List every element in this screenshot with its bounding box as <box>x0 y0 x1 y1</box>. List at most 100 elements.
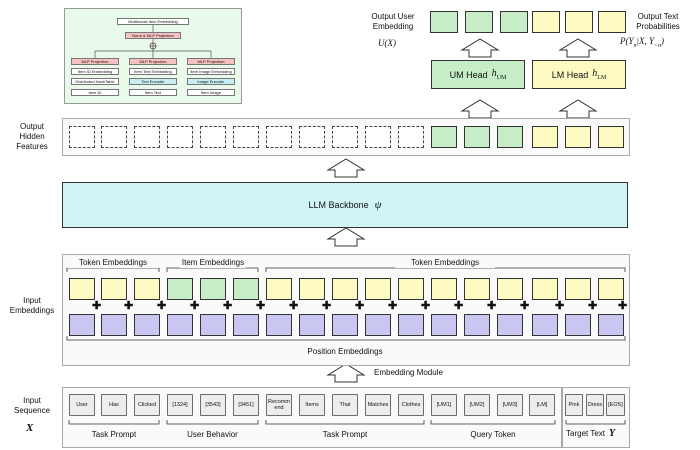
hidden-cell-3 <box>134 126 160 148</box>
seq-token-recommend: Recomm end <box>266 394 292 416</box>
tok-emb-14 <box>598 278 624 300</box>
hidden-cell-10 <box>365 126 391 148</box>
inset-input-3: Item Image <box>187 89 235 96</box>
output-text-prob-label: Output Text Probabilities <box>636 12 680 31</box>
out-text-cell-3 <box>598 11 626 33</box>
llm-backbone-math: ψ <box>374 199 382 211</box>
emb-group-token-2: Token Embeddings <box>395 258 495 268</box>
pos-emb-3 <box>134 314 160 336</box>
hidden-cell-16 <box>565 126 591 148</box>
hidden-cell-1 <box>69 126 95 148</box>
seq-token-clicked: Clicked <box>134 394 160 416</box>
plus-icon: ✚ <box>421 300 431 312</box>
hidden-cell-7 <box>266 126 292 148</box>
item-emb-3 <box>233 278 259 300</box>
seq-token-item-3543: [3543] <box>200 394 226 416</box>
inset-enc-2: Text Encoder <box>129 78 177 85</box>
hidden-cell-2 <box>101 126 127 148</box>
um-head-label: UM Head <box>449 69 488 80</box>
pos-emb-7 <box>266 314 292 336</box>
seq-token-that: That <box>332 394 358 416</box>
pos-emb-11 <box>398 314 424 336</box>
plus-icon: ✚ <box>322 300 332 312</box>
tok-emb-13 <box>565 278 591 300</box>
emb-group-item: Item Embeddings <box>180 258 246 268</box>
inset-top-label: Multimodal Item Embedding <box>117 18 189 25</box>
hidden-cell-12 <box>431 126 457 148</box>
hidden-cell-14 <box>497 126 523 148</box>
arrow-lm-out <box>558 38 598 58</box>
inset-proj-3: MLP Projection <box>187 58 235 65</box>
inset-connectors <box>94 25 212 58</box>
out-text-cell-2 <box>565 11 593 33</box>
pos-emb-8 <box>299 314 325 336</box>
seq-token-matches: Matches <box>365 394 391 416</box>
tok-emb-10 <box>464 278 490 300</box>
pos-emb-10 <box>365 314 391 336</box>
input-embeddings-label: Input Embeddings <box>9 296 55 315</box>
tok-emb-3 <box>134 278 160 300</box>
lm-head-label: LM Head <box>551 69 589 80</box>
hidden-cell-5 <box>200 126 226 148</box>
seq-group-user-behavior: User Behavior <box>187 430 238 439</box>
hidden-cell-11 <box>398 126 424 148</box>
out-user-cell-2 <box>465 11 493 33</box>
target-text-group: Target Text Y <box>566 428 626 439</box>
plus-icon: ✚ <box>92 300 102 312</box>
plus-icon: ✚ <box>124 300 134 312</box>
arrow-backbone-in <box>326 227 366 247</box>
target-text-label: Target Text <box>566 429 605 438</box>
plus-icon: ✚ <box>289 300 299 312</box>
plus-icon: ✚ <box>520 300 530 312</box>
hidden-cell-8 <box>299 126 325 148</box>
tok-emb-11 <box>497 278 523 300</box>
inset-proj-2: MLP Projection <box>129 58 177 65</box>
plus-icon: ✚ <box>454 300 464 312</box>
pos-emb-12 <box>431 314 457 336</box>
llm-backbone-label: LLM Backbone <box>308 200 369 210</box>
arrow-to-lm <box>558 99 598 119</box>
pos-emb-4 <box>167 314 193 336</box>
seq-token-eos: [EOS] <box>606 394 625 416</box>
hidden-cell-17 <box>598 126 624 148</box>
tok-emb-2 <box>101 278 127 300</box>
plus-icon: ✚ <box>555 300 565 312</box>
seq-token-pink: Pink <box>565 394 583 416</box>
inset-emb-3: Item Image Embedding <box>187 68 235 75</box>
out-user-cell-3 <box>500 11 528 33</box>
plus-icon: ✚ <box>388 300 398 312</box>
um-head-math: hUM <box>491 68 507 81</box>
pos-emb-2 <box>101 314 127 336</box>
hidden-features-label: Output Hidden Features <box>16 122 48 151</box>
output-user-embedding-label: Output User Embedding <box>371 12 415 31</box>
arrow-backbone-out <box>326 158 366 178</box>
inset-input-2: Item Text <box>129 89 177 96</box>
tok-emb-6 <box>332 278 358 300</box>
tok-emb-1 <box>69 278 95 300</box>
hidden-cell-13 <box>464 126 490 148</box>
tok-emb-9 <box>431 278 457 300</box>
plus-icon: ✚ <box>618 300 628 312</box>
plus-icon: ✚ <box>588 300 598 312</box>
tok-emb-8 <box>398 278 424 300</box>
plus-icon: ✚ <box>355 300 365 312</box>
out-user-cell-1 <box>430 11 458 33</box>
inset-norm-label: Norm & MLP Projection <box>125 32 181 39</box>
inset-panel: Multimodal Item Embedding Norm & MLP Pro… <box>64 8 242 104</box>
lm-head-math: hLM <box>592 68 607 81</box>
out-text-cell-1 <box>532 11 560 33</box>
seq-token-lm: [LM] <box>529 394 555 416</box>
seq-group-task-prompt-1: Task Prompt <box>91 430 137 439</box>
tok-emb-5 <box>299 278 325 300</box>
arrow-to-um <box>460 99 500 119</box>
seq-token-um3: [UM3] <box>497 394 523 416</box>
seq-token-user: User <box>69 394 95 416</box>
pos-emb-9 <box>332 314 358 336</box>
seq-token-item-3451: [3451] <box>233 394 259 416</box>
arrow-um-out <box>460 38 500 58</box>
hidden-cell-15 <box>532 126 558 148</box>
seq-token-um1: [UM1] <box>431 394 457 416</box>
hidden-cell-9 <box>332 126 358 148</box>
